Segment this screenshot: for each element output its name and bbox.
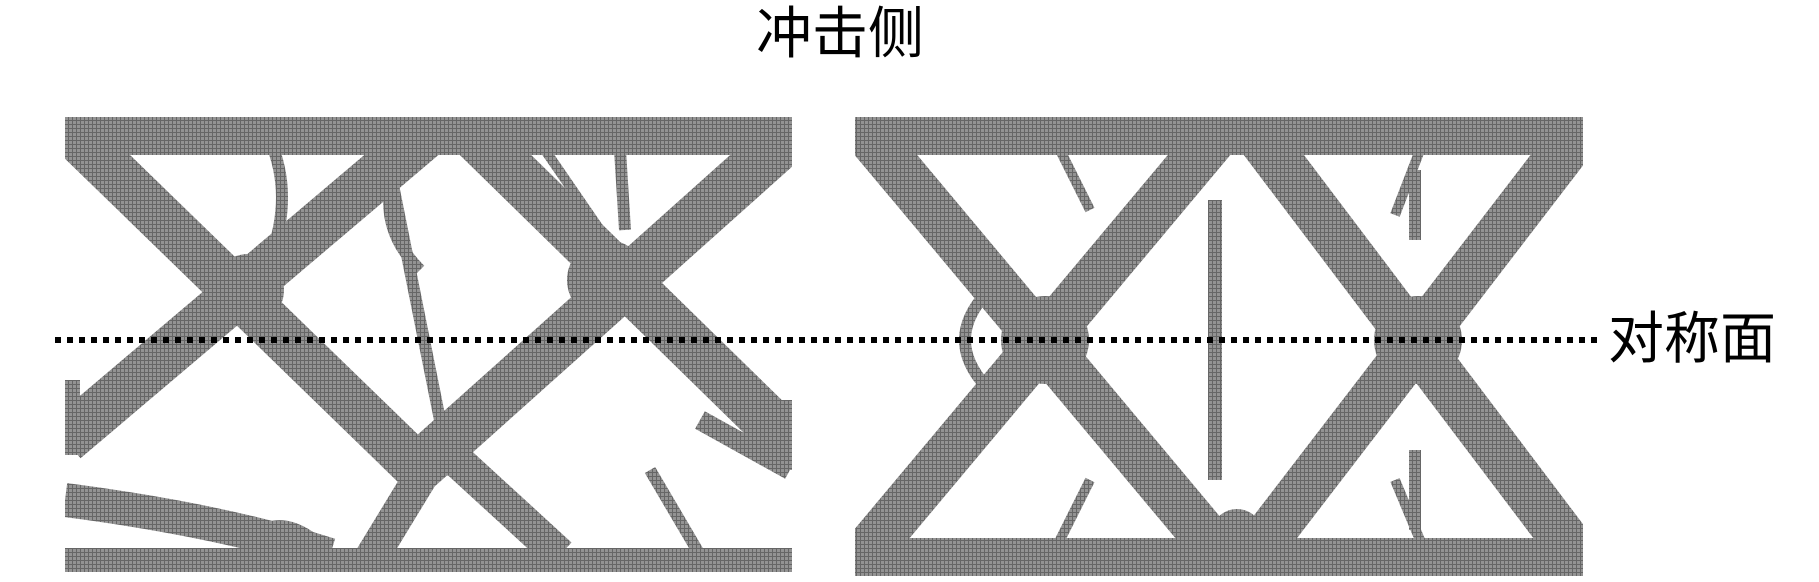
left-lower-strut-1 — [65, 483, 336, 572]
left-lower-strut-5 — [644, 466, 706, 559]
left-thin-link — [540, 147, 605, 233]
right-thin-left-arc — [959, 275, 1004, 405]
left-topology-structure — [65, 117, 792, 572]
right-knot-2 — [1374, 296, 1462, 384]
left-knot-1 — [212, 254, 284, 326]
right-topology-structure — [855, 117, 1583, 576]
right-thin-top-link2 — [1390, 148, 1425, 217]
left-thin-vertical — [386, 178, 456, 472]
right-thin-top-link — [1055, 147, 1095, 213]
left-bottom-flange — [65, 548, 792, 572]
left-lower-strut-4 — [695, 411, 792, 479]
left-thin-hook — [383, 178, 425, 275]
left-knot-2 — [567, 240, 647, 320]
impact-side-label: 冲击侧 — [756, 2, 924, 67]
right-knot-3 — [1211, 509, 1263, 561]
left-lower-strut-6 — [245, 520, 324, 550]
right-thin-bottom-link — [1055, 477, 1095, 543]
left-thin-right — [614, 149, 631, 231]
symmetry-plane-label: 对称面 — [1608, 307, 1776, 372]
left-knot-3 — [418, 433, 462, 477]
